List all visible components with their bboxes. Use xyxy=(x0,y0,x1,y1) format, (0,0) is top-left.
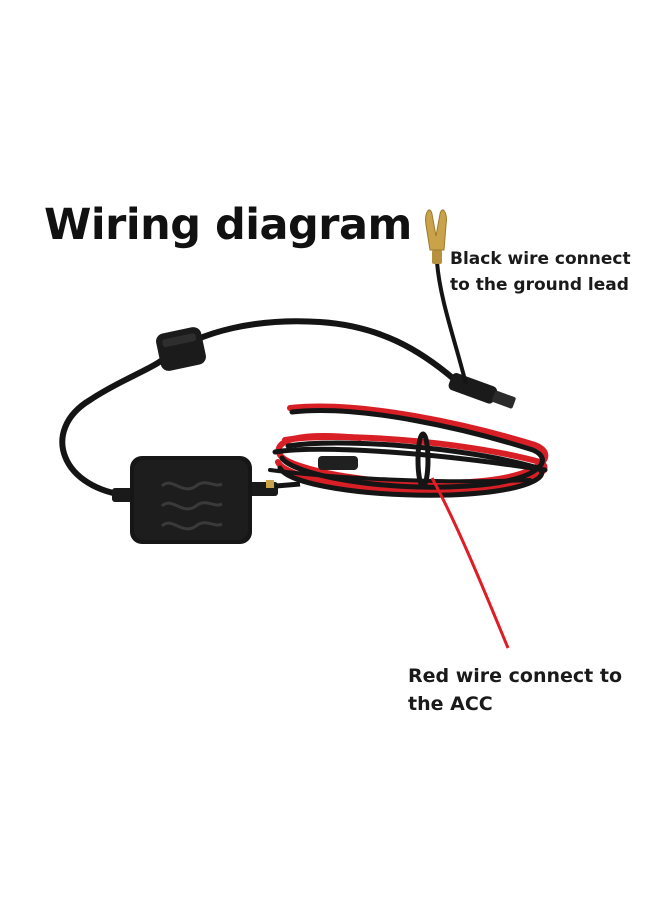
black-ground-wire xyxy=(435,261,468,385)
red-wire-label-line-2: the ACC xyxy=(408,693,493,715)
coiled-power-cable xyxy=(268,403,549,498)
ground-fork-terminal xyxy=(425,209,447,251)
red-wire-label-line-1: Red wire connect to xyxy=(408,665,623,687)
coil-connector xyxy=(318,456,358,470)
red-wire-label: Red wire connect to the ACC xyxy=(408,662,622,718)
black-wire-label-line-1: Black wire connect xyxy=(450,249,631,269)
cable-end-connector xyxy=(448,373,516,409)
heat-wave-icon xyxy=(160,481,223,491)
ferrite-bead xyxy=(156,327,206,371)
red-acc-wire xyxy=(430,477,510,649)
black-signal-cable xyxy=(59,318,458,499)
converter-box xyxy=(130,456,252,544)
black-wire-label: Black wire connect to the ground lead xyxy=(450,246,631,298)
black-wire-label-line-2: to the ground lead xyxy=(450,275,629,295)
page-title: Wiring diagram xyxy=(44,200,412,250)
